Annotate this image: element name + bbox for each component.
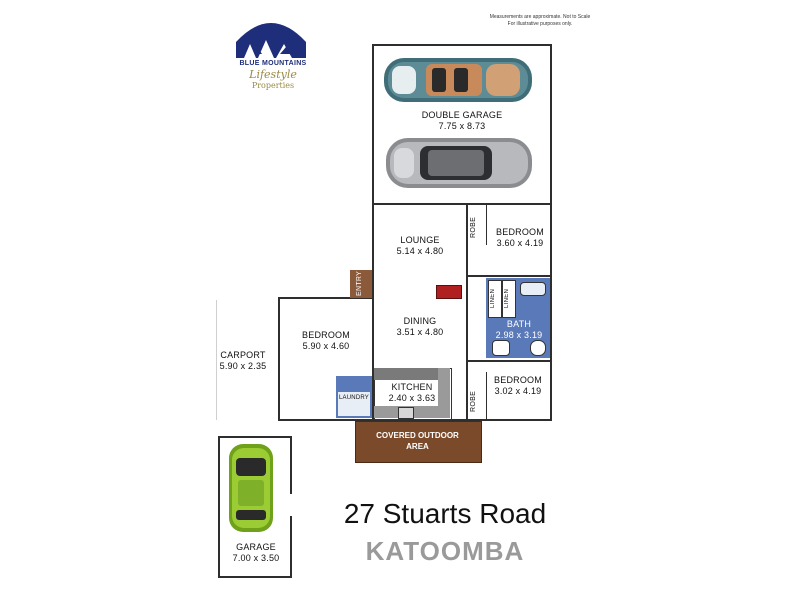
wall bbox=[486, 205, 487, 245]
wall bbox=[290, 516, 292, 578]
linen-label-1: LINEN bbox=[490, 288, 496, 308]
wall bbox=[372, 203, 552, 205]
room-size: 3.02 x 4.19 bbox=[494, 386, 542, 396]
robe-label-bottom: ROBE bbox=[470, 390, 477, 412]
wall bbox=[218, 576, 292, 578]
room-name: DOUBLE GARAGE bbox=[421, 110, 503, 120]
entry-area bbox=[350, 270, 372, 298]
room-size: 2.98 x 3.19 bbox=[495, 330, 543, 340]
entry-label: ENTRY bbox=[356, 270, 363, 296]
room-bedroom-bottom: BEDROOM 3.02 x 4.19 bbox=[485, 375, 551, 397]
room-bedroom-top: BEDROOM 3.60 x 4.19 bbox=[485, 227, 555, 249]
room-dining: DINING 3.51 x 4.80 bbox=[380, 316, 460, 338]
sink-icon bbox=[398, 407, 414, 419]
wall bbox=[278, 419, 552, 421]
wall bbox=[372, 205, 374, 421]
room-name: BEDROOM bbox=[302, 330, 350, 340]
room-name: BEDROOM bbox=[496, 227, 544, 237]
fireplace-icon bbox=[436, 285, 462, 299]
convertible-car-icon bbox=[384, 58, 532, 102]
disclaimer-line2: For illustrative purposes only. bbox=[507, 21, 573, 27]
logo-line3: Properties bbox=[251, 81, 295, 90]
toilet-icon bbox=[530, 340, 546, 356]
wall bbox=[372, 44, 552, 46]
room-name: LOUNGE bbox=[400, 235, 440, 245]
disclaimer-line1: Measurements are approximate. Not to Sca… bbox=[489, 14, 591, 20]
kitchen-bench-side bbox=[438, 368, 450, 418]
address-street: 27 Stuarts Road bbox=[343, 498, 547, 529]
room-size: 5.90 x 2.35 bbox=[219, 361, 267, 371]
linen-cupboard bbox=[502, 280, 516, 318]
logo-line2: Lifestyle bbox=[249, 68, 297, 81]
room-size: 7.00 x 3.50 bbox=[232, 553, 280, 563]
room-size: 3.51 x 4.80 bbox=[396, 327, 444, 337]
wall bbox=[290, 436, 292, 494]
room-size: 2.40 x 3.63 bbox=[388, 393, 436, 403]
wall bbox=[278, 297, 280, 421]
room-name: BEDROOM bbox=[494, 375, 542, 385]
room-kitchen: KITCHEN 2.40 x 3.63 bbox=[380, 382, 444, 404]
room-bath: BATH 2.98 x 3.19 bbox=[488, 319, 550, 341]
wall bbox=[486, 372, 487, 419]
room-carport: CARPORT 5.90 x 2.35 bbox=[210, 350, 276, 372]
disclaimer: Measurements are approximate. Not to Sca… bbox=[480, 14, 600, 28]
room-lounge: LOUNGE 5.14 x 4.80 bbox=[380, 235, 460, 257]
wall bbox=[372, 44, 374, 206]
room-name: COVERED OUTDOOR bbox=[376, 431, 459, 440]
room-name: CARPORT bbox=[220, 350, 266, 360]
room-name: GARAGE bbox=[236, 542, 276, 552]
covered-outdoor-area bbox=[355, 421, 482, 463]
laundry-tub bbox=[338, 392, 370, 416]
wall bbox=[218, 436, 220, 578]
room-name-2: AREA bbox=[406, 442, 429, 451]
room-name: KITCHEN bbox=[391, 382, 433, 392]
sedan-car-icon bbox=[386, 138, 532, 188]
room-garage: GARAGE 7.00 x 3.50 bbox=[220, 542, 292, 564]
wall bbox=[550, 44, 552, 278]
wall bbox=[550, 278, 552, 421]
linen-label-2: LINEN bbox=[504, 288, 510, 308]
room-covered-outdoor: COVERED OUTDOOR AREA bbox=[355, 430, 480, 452]
wall bbox=[466, 275, 552, 277]
room-double-garage: DOUBLE GARAGE 7.75 x 8.73 bbox=[392, 110, 532, 132]
room-size: 3.60 x 4.19 bbox=[496, 238, 544, 248]
room-name: BATH bbox=[506, 319, 532, 329]
address-suburb: KATOOMBA bbox=[365, 536, 525, 566]
room-size: 5.14 x 4.80 bbox=[396, 246, 444, 256]
robe-label-top: ROBE bbox=[470, 216, 477, 238]
kitchen-bench bbox=[374, 368, 450, 380]
laundry-label: LAUNDRY bbox=[339, 395, 369, 401]
basin-icon bbox=[492, 340, 510, 356]
linen-cupboard bbox=[488, 280, 502, 318]
room-bedroom-left: BEDROOM 5.90 x 4.60 bbox=[284, 330, 368, 352]
wall bbox=[218, 436, 292, 438]
logo-line1: BLUE MOUNTAINS bbox=[239, 60, 307, 67]
wall bbox=[466, 360, 552, 362]
hatchback-car-icon bbox=[229, 444, 273, 532]
room-size: 5.90 x 4.60 bbox=[302, 341, 350, 351]
mountain-logo-icon bbox=[236, 23, 306, 58]
carport-line bbox=[216, 300, 217, 420]
wall bbox=[278, 297, 374, 299]
wall bbox=[466, 205, 468, 421]
room-size: 7.75 x 8.73 bbox=[438, 121, 486, 131]
bathtub-icon bbox=[520, 282, 546, 296]
room-name: DINING bbox=[403, 316, 437, 326]
